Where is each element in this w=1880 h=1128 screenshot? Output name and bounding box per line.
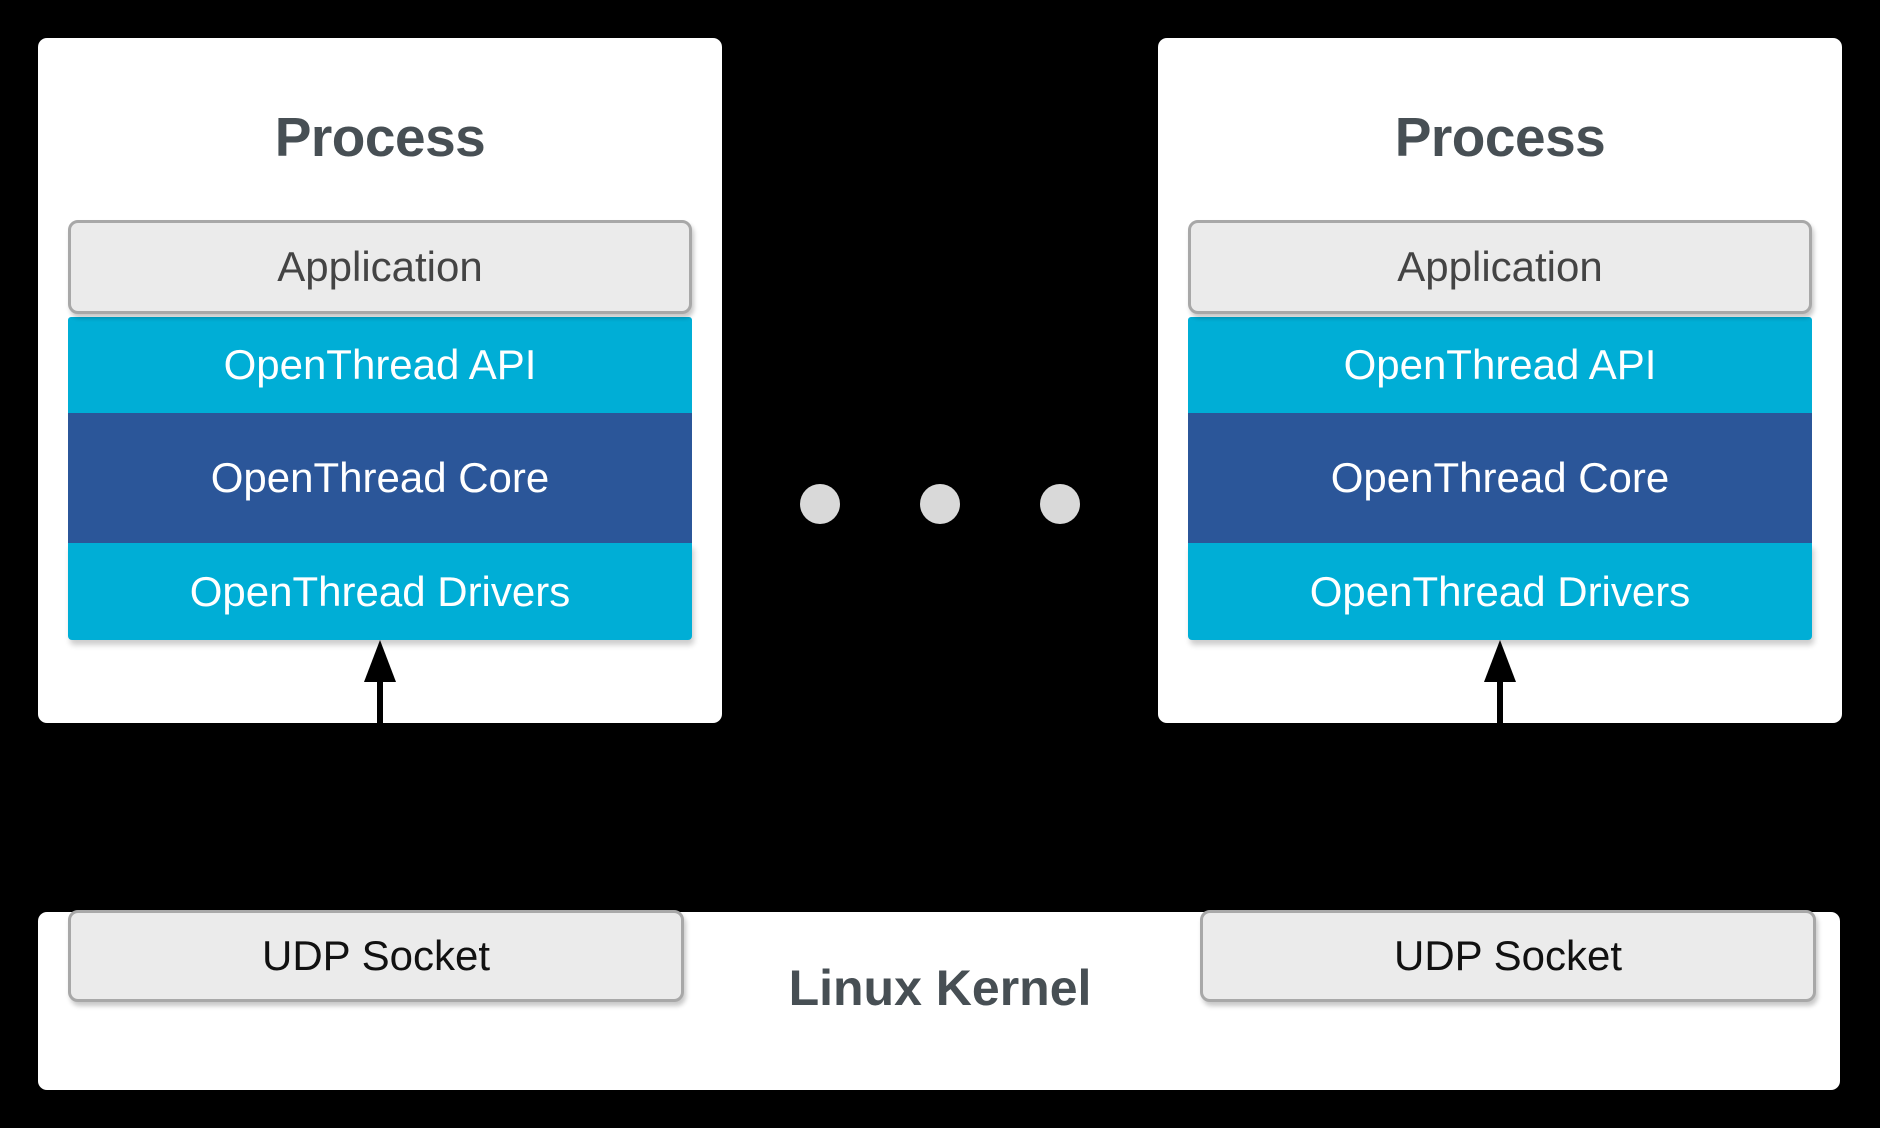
udp-socket-box-left[interactable]: UDP Socket: [68, 910, 684, 1002]
linux-kernel-title: Linux Kernel: [788, 960, 1092, 1016]
process-card-left: Process Application OpenThread API OpenT…: [38, 38, 722, 723]
ellipsis-dot-2: [920, 484, 960, 524]
layer-openthread-api-right[interactable]: OpenThread API: [1188, 317, 1812, 413]
udp-socket-arrow-right-icon: [1484, 640, 1516, 738]
layer-application-left[interactable]: Application: [68, 220, 692, 314]
ellipsis-dot-3: [1040, 484, 1080, 524]
layer-stack-left: Application OpenThread API OpenThread Co…: [68, 220, 692, 640]
process-title-right: Process: [1394, 106, 1606, 168]
layer-openthread-core-left[interactable]: OpenThread Core: [68, 413, 692, 543]
udp-socket-arrow-left-icon: [364, 640, 396, 738]
more-processes-ellipsis: [800, 483, 1080, 525]
layer-openthread-drivers-left[interactable]: OpenThread Drivers: [68, 543, 692, 640]
process-title-left: Process: [274, 106, 486, 168]
layer-openthread-drivers-right[interactable]: OpenThread Drivers: [1188, 543, 1812, 640]
process-card-right: Process Application OpenThread API OpenT…: [1158, 38, 1842, 723]
layer-openthread-api-left[interactable]: OpenThread API: [68, 317, 692, 413]
layer-openthread-core-right[interactable]: OpenThread Core: [1188, 413, 1812, 543]
layer-application-right[interactable]: Application: [1188, 220, 1812, 314]
layer-stack-right: Application OpenThread API OpenThread Co…: [1188, 220, 1812, 640]
ellipsis-dot-1: [800, 484, 840, 524]
udp-socket-box-right[interactable]: UDP Socket: [1200, 910, 1816, 1002]
